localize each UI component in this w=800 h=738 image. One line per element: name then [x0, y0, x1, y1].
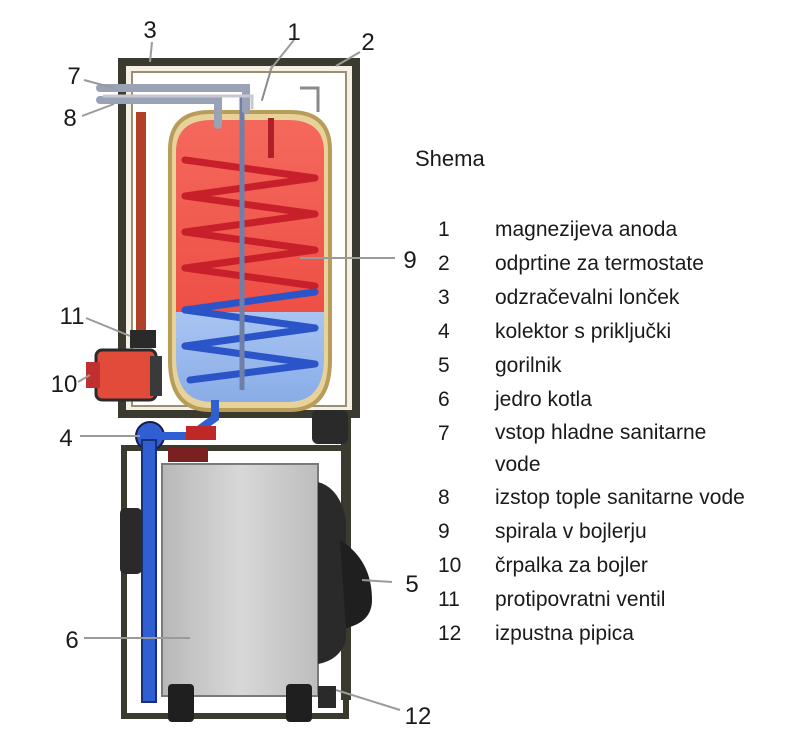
legend-item: 4 kolektor s priključki	[438, 315, 788, 349]
legend-item: 7 vstop hladne sanitarne vode	[438, 417, 738, 481]
legend-item: 2 odprtine za termostate	[438, 247, 788, 281]
legend-num: 10	[438, 554, 462, 577]
callout-9: 9	[403, 247, 416, 274]
burner	[120, 410, 372, 664]
legend-title: Shema	[415, 146, 485, 171]
callout-11: 11	[60, 303, 85, 330]
legend-num: 12	[438, 622, 462, 645]
legend-num: 2	[438, 252, 450, 275]
legend-item: 6 jedro kotla	[438, 383, 788, 417]
legend-label: spirala v bojlerju	[495, 520, 647, 543]
blue-pipe	[141, 439, 157, 703]
top-pipes	[96, 65, 273, 129]
legend-num: 5	[438, 354, 450, 377]
legend-num: 1	[438, 218, 450, 241]
legend-label: jedro kotla	[495, 388, 592, 411]
legend-label: kolektor s priključki	[495, 320, 672, 343]
callout-12: 12	[405, 703, 432, 730]
legend: 1 magnezijeva anoda 2 odprtine za termosta…	[438, 213, 788, 651]
legend-num: 9	[438, 520, 450, 543]
callout-10: 10	[51, 371, 78, 398]
legend-label: magnezijeva anoda	[495, 218, 678, 241]
legend-num: 4	[438, 320, 450, 343]
legend-num: 11	[438, 588, 460, 611]
legend-num: 8	[438, 486, 450, 509]
legend-item: 8 izstop tople sanitarne vode	[438, 481, 788, 515]
legend-num: 7	[438, 422, 450, 445]
callout-3: 3	[143, 17, 156, 44]
legend-item: 3 odzračevalni lonček	[438, 281, 788, 315]
callout-5: 5	[405, 571, 418, 598]
legend-num: 6	[438, 388, 450, 411]
legend-item: 5 gorilnik	[438, 349, 788, 383]
riser-pipe	[136, 112, 146, 340]
boiler-core	[161, 463, 319, 697]
thermostat-openings	[268, 86, 320, 158]
callout-1: 1	[287, 19, 300, 46]
legend-label: protipovratni ventil	[495, 588, 666, 611]
feet	[168, 684, 336, 722]
legend-label: odprtine za termostate	[495, 252, 704, 275]
callout-6: 6	[65, 627, 78, 654]
legend-item: 9 spirala v bojlerju	[438, 515, 788, 549]
callout-7: 7	[67, 63, 80, 90]
leader-lines	[77, 39, 401, 711]
callout-2: 2	[361, 29, 374, 56]
legend-label: gorilnik	[495, 354, 562, 377]
legend-item: 1 magnezijeva anoda	[438, 213, 788, 247]
spiral-coil	[181, 156, 319, 384]
legend-label: vstop hladne sanitarne vode	[495, 421, 707, 476]
legend-item: 12 izpustna pipica	[438, 617, 788, 651]
legend-item: 11 protipovratni ventil	[438, 583, 788, 617]
callout-4: 4	[59, 425, 72, 452]
legend-item: 10 črpalka za bojler	[438, 549, 788, 583]
legend-label: izpustna pipica	[495, 622, 634, 645]
callouts: 1 2 3 4 5 6 7 8 9 10 11 12	[51, 17, 432, 730]
check-valve	[130, 330, 156, 348]
boiler-pump	[86, 348, 162, 402]
legend-label: izstop tople sanitarne vode	[495, 486, 745, 509]
legend-num: 3	[438, 286, 450, 309]
callout-8: 8	[63, 105, 76, 132]
legend-label: odzračevalni lonček	[495, 286, 680, 309]
legend-label: črpalka za bojler	[495, 554, 648, 577]
